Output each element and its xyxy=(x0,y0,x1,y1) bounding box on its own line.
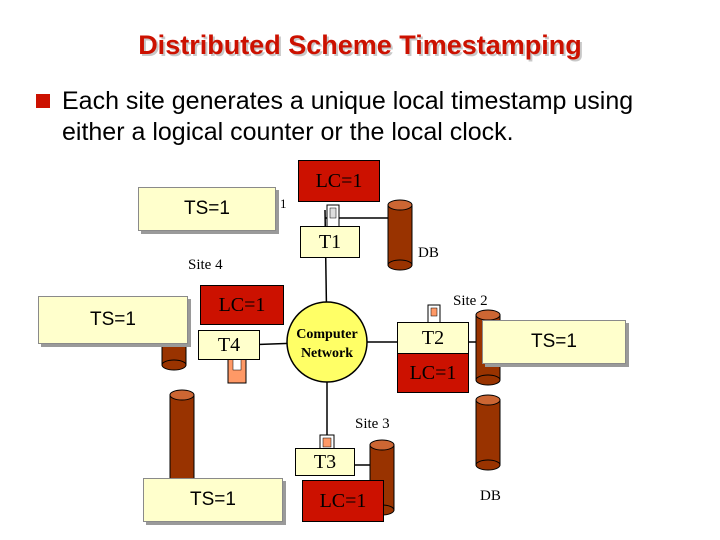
database-cylinder-icon xyxy=(387,199,413,271)
bullet-text: Each site generates a unique local times… xyxy=(62,87,634,146)
transaction-t2: T2 xyxy=(397,322,469,354)
terminal-icon xyxy=(227,354,247,384)
site3-label: Site 3 xyxy=(355,416,390,432)
site1-fragment-label: 1 xyxy=(280,196,287,211)
slide-title: Distributed Scheme Timestamping xyxy=(138,30,582,60)
site3-logical-counter: LC=1 xyxy=(302,480,384,522)
network-label-line1: Computer xyxy=(296,327,358,342)
transaction-t1: T1 xyxy=(300,226,360,258)
site2-label: Site 2 xyxy=(453,293,488,309)
site1-db-label: DB xyxy=(418,245,439,261)
site4-timestamp-box: TS=1 xyxy=(38,296,188,344)
site2-logical-counter: LC=1 xyxy=(397,353,469,393)
site4-logical-counter: LC=1 xyxy=(200,285,284,325)
site4-label: Site 4 xyxy=(188,257,223,273)
bullet-square-icon xyxy=(36,94,50,108)
transaction-t3: T3 xyxy=(295,448,355,476)
site1-timestamp-box: TS=1 xyxy=(138,187,276,231)
computer-network-label: Computer Network xyxy=(282,325,372,363)
site2-timestamp-box: TS=1 xyxy=(482,320,626,364)
site1-logical-counter: LC=1 xyxy=(298,160,380,202)
database-cylinder-icon xyxy=(475,394,501,471)
terminal-icon xyxy=(427,304,441,324)
site3-db-label: DB xyxy=(480,488,501,504)
computer-network-node xyxy=(286,301,368,383)
site3-timestamp-box: TS=1 xyxy=(143,478,283,522)
terminal-icon xyxy=(326,204,340,228)
network-label-line2: Network xyxy=(300,346,354,361)
transaction-t4: T4 xyxy=(198,330,260,360)
